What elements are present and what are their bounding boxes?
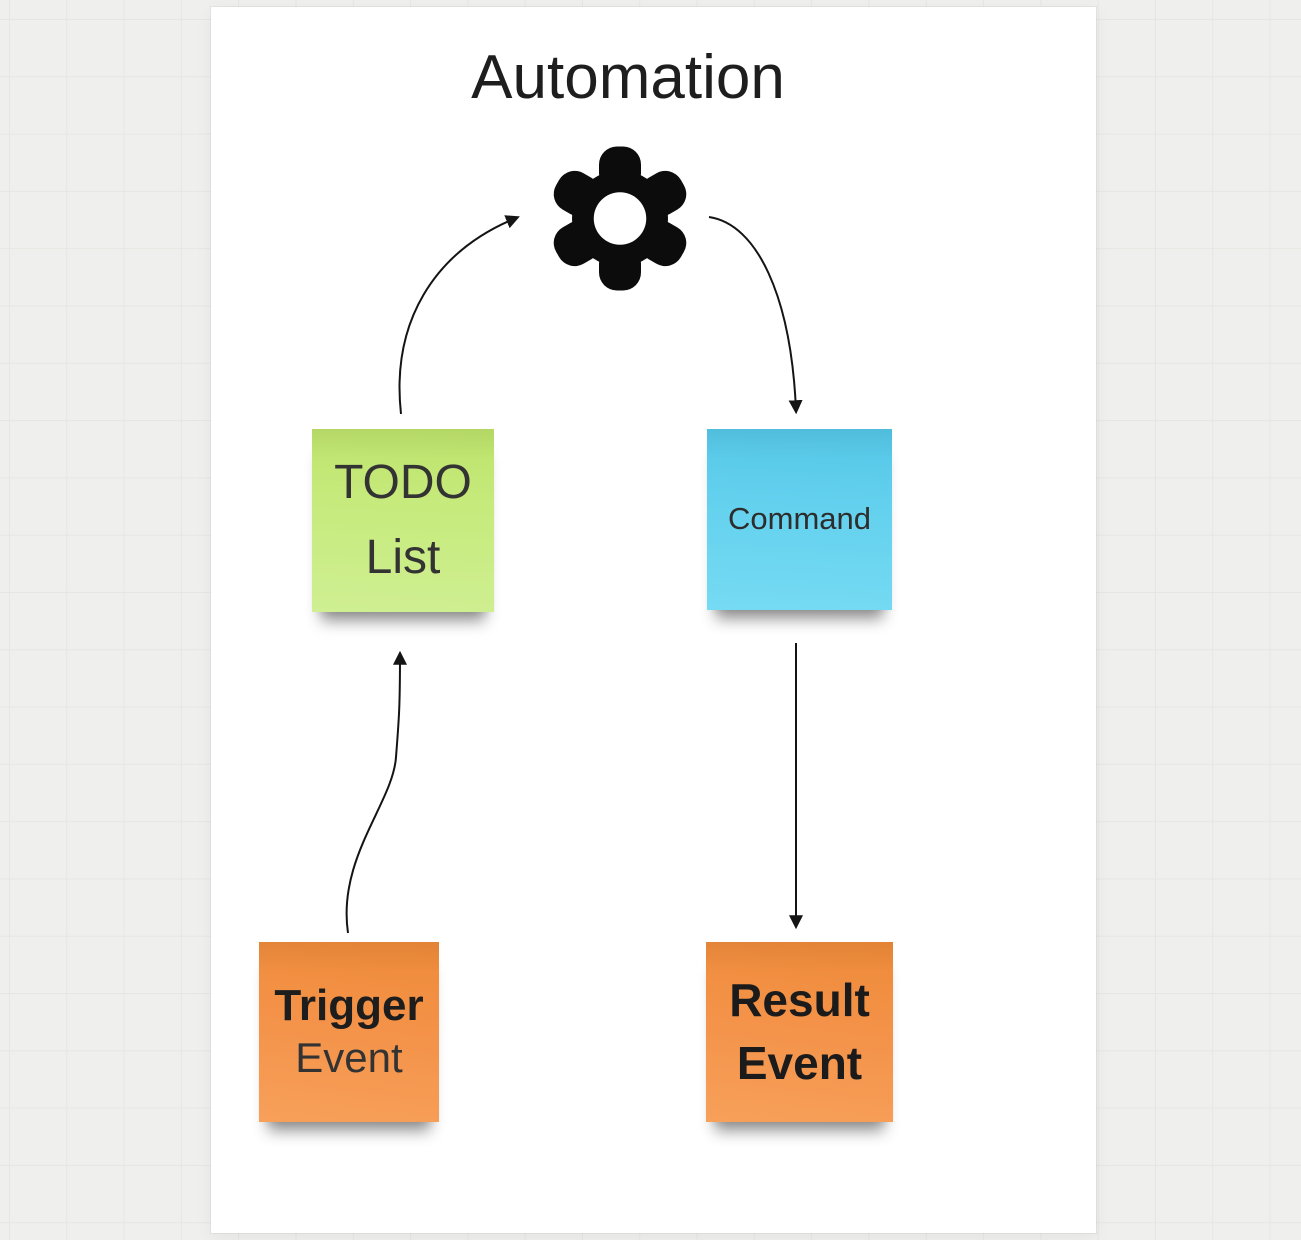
note-line: Command [728, 501, 871, 537]
connector-todo-to-gear[interactable] [398, 215, 520, 415]
note-line: List [365, 530, 441, 584]
note-line: Event [295, 1034, 403, 1082]
note-line: Trigger [274, 981, 424, 1031]
sticky-note-trigger-event[interactable]: Trigger Event [259, 942, 439, 1122]
note-line: Event [736, 1037, 863, 1089]
page-title[interactable]: Automation [471, 43, 785, 112]
sticky-note-todo-list[interactable]: TODO List [312, 429, 494, 612]
sticky-note-result-event[interactable]: Result Event [706, 942, 893, 1122]
sticky-note-command[interactable]: Command [707, 429, 892, 610]
note-line: TODO [334, 456, 472, 510]
connector-trigger-to-todo[interactable] [345, 650, 407, 934]
gear-icon[interactable] [545, 140, 695, 297]
connector-gear-to-command[interactable] [708, 216, 803, 415]
gear-icon-svg [553, 146, 687, 291]
note-line: Result [729, 973, 870, 1026]
